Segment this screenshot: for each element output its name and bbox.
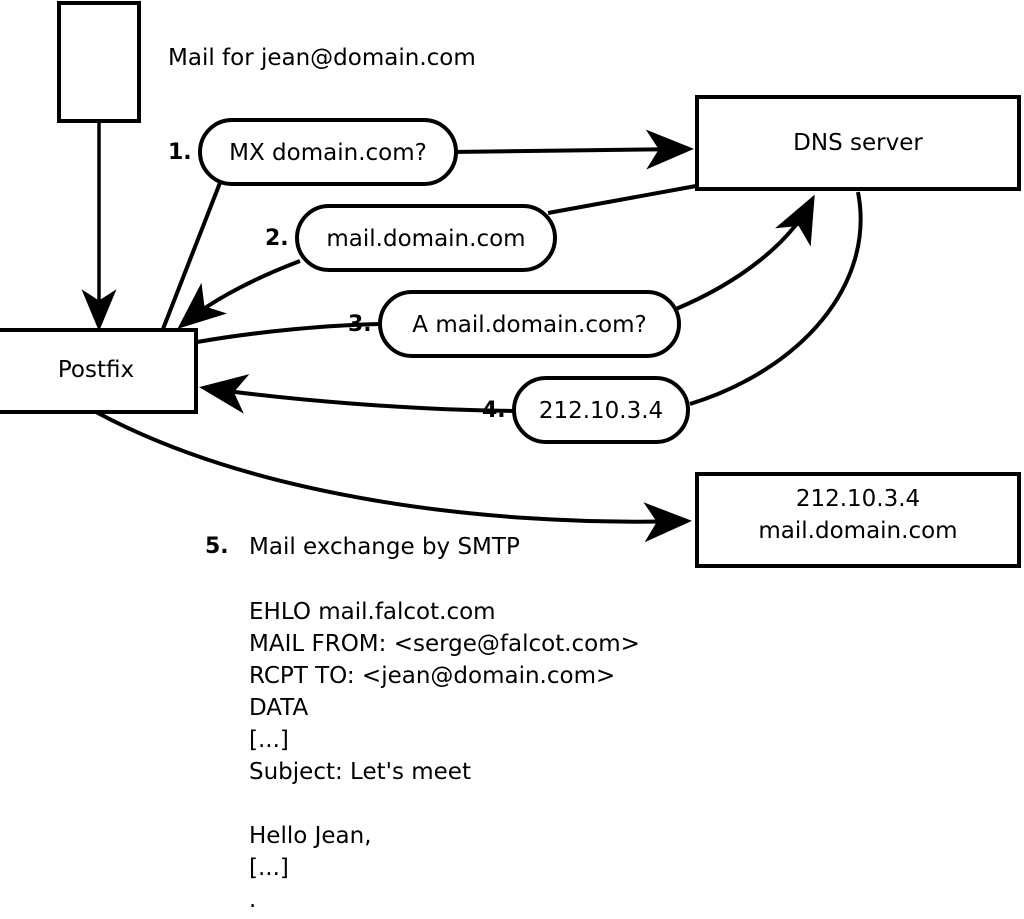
- step2-pill: [295, 204, 557, 272]
- dns-server-box-label: DNS server: [793, 130, 923, 156]
- arrow-step4-right: [689, 191, 863, 406]
- mail-for-note: Mail for jean@domain.com: [168, 45, 476, 71]
- target-host-box: [695, 472, 1021, 568]
- step-4-number: 4.: [482, 398, 506, 423]
- step-3-number: 3.: [348, 312, 372, 337]
- postfix-box: [0, 328, 198, 414]
- arrow-step2-right: [547, 184, 697, 215]
- arrow-step3-left: [196, 322, 382, 344]
- target-host-name-label: mail.domain.com: [758, 518, 958, 544]
- sender-box: [57, 1, 141, 123]
- smtp-line: DATA: [249, 695, 309, 721]
- step-1-number: 1.: [168, 140, 192, 165]
- smtp-line: [...]: [249, 855, 289, 881]
- step1-pill: [198, 118, 458, 186]
- step4-pill: [512, 376, 690, 444]
- smtp-line-terminator: .: [249, 887, 257, 913]
- step3-pill: [378, 290, 681, 358]
- smtp-line: RCPT TO: <jean@domain.com>: [249, 663, 616, 689]
- smtp-line: Subject: Let's meet: [249, 759, 471, 785]
- arrow-step3-right: [675, 194, 815, 311]
- step-2-number: 2.: [265, 226, 289, 251]
- step-1-label: MX domain.com?: [229, 140, 427, 166]
- target-host-ip-label: 212.10.3.4: [795, 486, 921, 512]
- smtp-line: EHLO mail.falcot.com: [249, 599, 496, 625]
- arrow-step2-left: [177, 259, 301, 329]
- arrow-step4-left: [199, 374, 516, 414]
- step-5-number: 5.: [205, 534, 229, 559]
- step-4-label: 212.10.3.4: [538, 398, 664, 424]
- smtp-line: Hello Jean,: [249, 823, 372, 849]
- smtp-line: [...]: [249, 727, 289, 753]
- step-5-label: Mail exchange by SMTP: [249, 534, 520, 560]
- postfix-box-label: Postfix: [57, 357, 135, 383]
- smtp-line: MAIL FROM: <serge@falcot.com>: [249, 631, 640, 657]
- arrow-step1-right: [449, 129, 694, 170]
- dns-server-box: [695, 95, 1021, 191]
- step-3-label: A mail.domain.com?: [412, 312, 647, 338]
- smtp-line-blank: [249, 788, 640, 820]
- smtp-transcript: EHLO mail.falcot.com MAIL FROM: <serge@f…: [249, 596, 640, 916]
- arrow-step5: [95, 410, 692, 543]
- step-2-label: mail.domain.com: [326, 226, 526, 252]
